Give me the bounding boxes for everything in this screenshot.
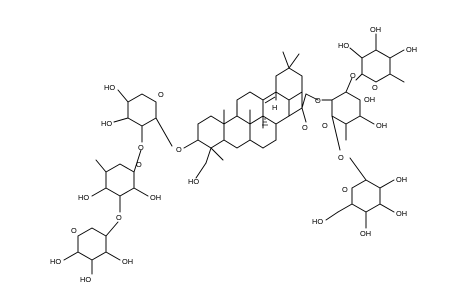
glucose-terminal-hydroxyl-1: OH xyxy=(396,175,407,184)
carbonyl-oxygen-label: O xyxy=(302,123,308,132)
sugar-glucose-ester xyxy=(321,77,375,151)
glucose-ester-6-oxygen: O xyxy=(338,153,344,162)
rhamnose-link-oxygen: O xyxy=(116,213,122,222)
rhamnose-ring-oxygen: O xyxy=(136,160,142,169)
rhamnose-top-ring-oxygen: O xyxy=(372,83,378,92)
arabinose-link-oxygen: O xyxy=(138,143,144,152)
rhamnose-top-hydroxyl-2: OH xyxy=(370,25,381,34)
sugar-glucose-terminal xyxy=(325,157,395,229)
xylose-hydroxyl-2: HO xyxy=(80,275,91,284)
xylose-hydroxyl-3: HO xyxy=(50,257,61,266)
glucose-ester-hydroxyl-2: OH xyxy=(376,121,387,130)
c24-hydroxyl-label: HO xyxy=(188,177,199,186)
aglycone-core xyxy=(183,51,319,179)
rhamnose-top-hydroxyl-3: OH xyxy=(406,45,417,54)
glucose-terminal-ring-oxygen: O xyxy=(342,185,348,194)
glucose-ester-ring-oxygen: O xyxy=(322,121,328,130)
sugar-xylose xyxy=(63,221,121,275)
glucose-ester-link-oxygen: O xyxy=(350,71,356,80)
arabinose-hydroxyl-2: HO xyxy=(101,119,112,128)
glucose-ester-hydroxyl-1: OH xyxy=(364,95,375,104)
ester-oxygen-label: O xyxy=(315,96,321,105)
stereo-hash-c14 xyxy=(262,118,268,126)
sugar-rhamnose xyxy=(91,149,149,213)
arabinose-hydroxyl-1: HO xyxy=(104,83,115,92)
glucose-terminal-hydroxyl-3: OH xyxy=(360,229,371,238)
rhamnose-hydroxyl-left: HO xyxy=(78,193,89,202)
xylose-hydroxyl-1: OH xyxy=(122,257,133,266)
hydrogen-label: H xyxy=(272,103,277,112)
glucose-terminal-hydroxyl-2: OH xyxy=(396,209,407,218)
arabinose-ring-oxygen: O xyxy=(158,90,164,99)
glycosidic-oxygen-label: O xyxy=(176,145,182,154)
xylose-ring-oxygen: O xyxy=(71,226,77,235)
sugar-rhamnose-top xyxy=(349,33,405,83)
rhamnose-hydroxyl: OH xyxy=(150,193,161,202)
glucose-terminal-hydroxyl-4: HO xyxy=(312,217,323,226)
sugar-arabinose xyxy=(113,89,173,147)
rhamnose-top-hydroxyl-1: HO xyxy=(338,41,349,50)
